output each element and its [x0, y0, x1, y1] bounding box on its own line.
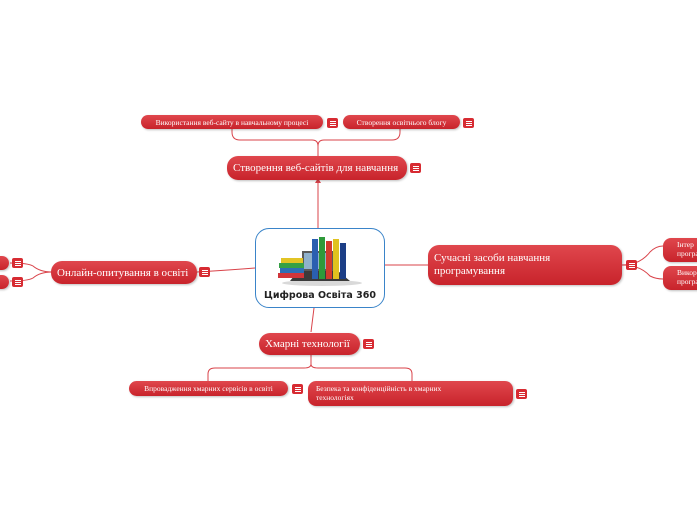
subtopic-edu-blog[interactable]: Створення освітнього блогу	[343, 115, 460, 129]
connector-web-child-2	[317, 129, 401, 147]
note-icon[interactable]	[327, 118, 338, 128]
branch-cloud-technologies[interactable]: Хмарні технології	[259, 333, 360, 355]
connector-cloud	[310, 307, 315, 333]
connector-cloud-child-2	[310, 363, 413, 381]
branch-web-sites[interactable]: Створення веб-сайтів для навчання	[227, 156, 407, 180]
arrow-up-icon	[315, 178, 321, 183]
central-topic-title: Цифрова Освіта 360	[264, 290, 376, 301]
books-and-laptop-icon	[278, 237, 362, 286]
note-icon[interactable]	[463, 118, 474, 128]
branch-online-surveys[interactable]: Онлайн-опитування в освіті	[51, 261, 197, 284]
subtopic-modern-2[interactable]: Викор програ	[663, 266, 697, 290]
note-icon[interactable]	[12, 258, 23, 268]
note-icon[interactable]	[363, 339, 374, 349]
subtopic-cloud-services[interactable]: Впровадження хмарних сервісів в освіті	[129, 381, 288, 396]
connector-cloud-child-1	[207, 355, 312, 381]
note-icon[interactable]	[199, 267, 210, 277]
connector-web-child-1	[231, 129, 319, 156]
note-icon[interactable]	[626, 260, 637, 270]
note-icon[interactable]	[12, 277, 23, 287]
central-topic[interactable]: Цифрова Освіта 360	[255, 228, 385, 308]
note-icon[interactable]	[410, 163, 421, 173]
branch-modern-programming[interactable]: Сучасні засоби навчання програмування	[428, 245, 622, 285]
subtopic-cloud-security[interactable]: Безпека та конфіденційність в хмарних те…	[308, 381, 513, 406]
subtopic-survey-1[interactable]	[0, 256, 9, 270]
subtopic-survey-2[interactable]	[0, 275, 9, 289]
subtopic-modern-1[interactable]: Інтер програ	[663, 238, 697, 262]
subtopic-web-usage[interactable]: Використання веб-сайту в навчальному про…	[141, 115, 323, 129]
note-icon[interactable]	[516, 389, 527, 399]
note-icon[interactable]	[292, 384, 303, 394]
